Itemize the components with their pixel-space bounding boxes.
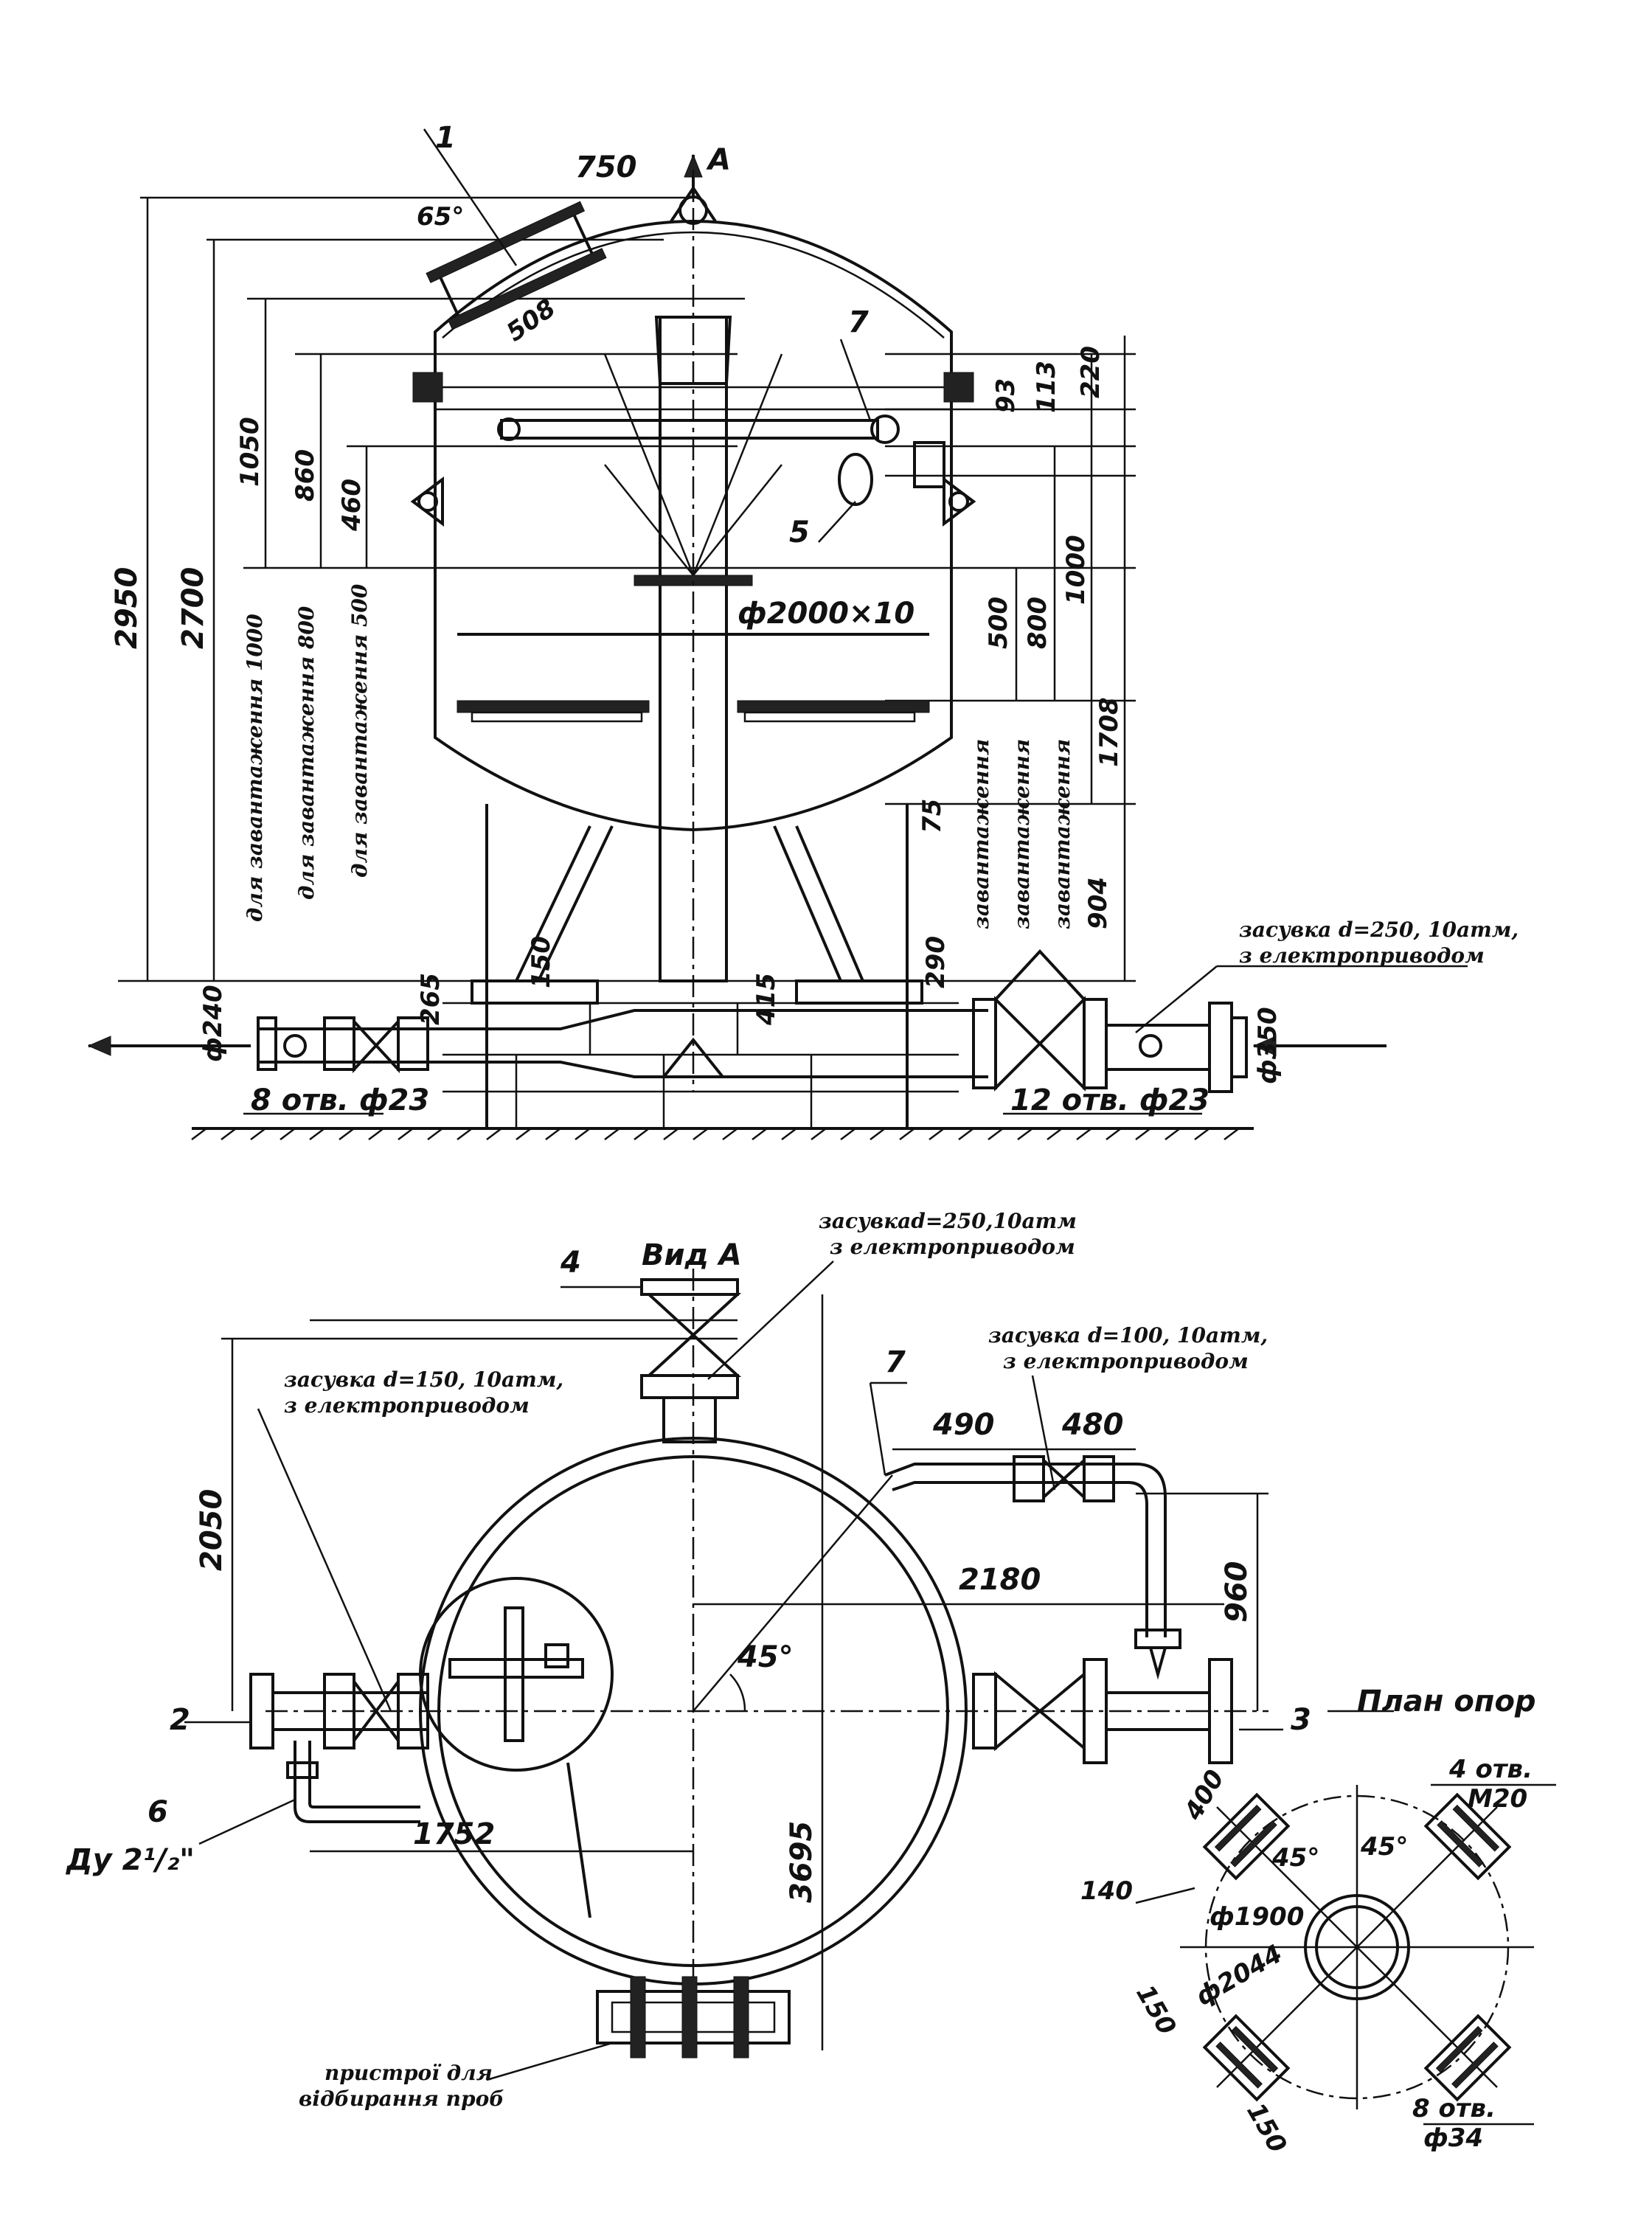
dim-904: 904 xyxy=(1083,877,1113,929)
dim-1050: 1050 xyxy=(235,417,265,487)
valve-250-plan-line1: засувкаd=250,10атм xyxy=(819,1209,1077,1233)
dim-1708: 1708 xyxy=(1094,697,1124,767)
plan-supports-title: План опор xyxy=(1357,1685,1536,1718)
dim-140: 140 xyxy=(1080,1876,1133,1906)
view-a-arrow-label: A xyxy=(706,143,731,177)
phi-1900: ф1900 xyxy=(1210,1902,1304,1932)
dim-phi350: ф350 xyxy=(1253,1007,1283,1084)
angle-45-supports-a: 45° xyxy=(1271,1843,1319,1873)
dim-1000: 1000 xyxy=(1061,535,1091,605)
dim-2050: 2050 xyxy=(195,1489,229,1571)
dim-860: 860 xyxy=(291,449,320,502)
note-load-800: для завантаження 800 xyxy=(294,606,319,900)
samplers-line2: відбирання проб xyxy=(299,2087,504,2111)
holes-12-phi23: 12 отв. ф23 xyxy=(1010,1083,1210,1117)
valve-250-elev-line2: з електроприводом xyxy=(1239,943,1485,968)
dim-113: 113 xyxy=(1032,361,1061,413)
note-zav-2: завантаження xyxy=(1010,739,1034,929)
du-2-1-2: Ду 2¹/₂" xyxy=(65,1843,195,1877)
dim-150-b: 150 xyxy=(1240,2098,1292,2158)
view-a-label: Вид А xyxy=(642,1238,742,1272)
dim-265: 265 xyxy=(416,973,445,1025)
holes-8-phi23: 8 отв. ф23 xyxy=(251,1083,429,1117)
plan-labels: 4 Вид А засувкаd=250,10атм з електроприв… xyxy=(65,1209,1311,2111)
elevation-labels: 1 750 A 65° 508 7 5 ф2000×10 2950 2700 1… xyxy=(110,121,1519,1117)
position-5-label: 5 xyxy=(789,516,810,549)
note-zav-3: завантаження xyxy=(1050,739,1075,929)
valve-100-line1: засувка d=100, 10атм, xyxy=(988,1323,1268,1348)
valve-250-plan-line2: з електроприводом xyxy=(830,1235,1075,1259)
dim-220: 220 xyxy=(1076,346,1106,398)
position-1-label: 1 xyxy=(435,121,456,155)
dim-460: 460 xyxy=(337,479,367,532)
dim-2950: 2950 xyxy=(110,567,144,649)
dim-290: 290 xyxy=(921,936,951,988)
dim-150: 150 xyxy=(527,936,556,988)
dim-500: 500 xyxy=(984,597,1013,649)
angle-65: 65° xyxy=(417,202,464,232)
valve-150-line2: з електроприводом xyxy=(284,1393,530,1418)
holes-8-label: 8 отв. xyxy=(1412,2094,1496,2123)
samplers-line1: пристрої для xyxy=(324,2061,493,2085)
angle-45-supports-b: 45° xyxy=(1360,1832,1408,1862)
dim-960: 960 xyxy=(1220,1561,1254,1623)
valve-250-elev-line1: засувка d=250, 10атм, xyxy=(1239,918,1519,942)
phi-2044: ф2044 xyxy=(1191,1939,1288,2012)
dim-75: 75 xyxy=(917,799,947,833)
dim-490: 490 xyxy=(932,1408,995,1442)
dim-480: 480 xyxy=(1061,1408,1124,1442)
position-4-label: 4 xyxy=(560,1246,581,1280)
dim-93: 93 xyxy=(991,378,1021,413)
valve-100-line2: з електроприводом xyxy=(1003,1349,1249,1373)
position-3-label: 3 xyxy=(1291,1703,1311,1737)
position-2-label: 2 xyxy=(170,1703,190,1737)
note-zav-1: завантаження xyxy=(969,739,993,929)
m20-label: М20 xyxy=(1468,1784,1527,1814)
elevation-view xyxy=(87,128,1468,1140)
position-7-label: 7 xyxy=(848,305,869,339)
support-plan xyxy=(1135,1710,1556,2126)
dim-3695: 3695 xyxy=(785,1821,819,1903)
valve-150-line1: засувка d=150, 10атм, xyxy=(284,1367,563,1392)
position-7-plan-label: 7 xyxy=(885,1345,906,1379)
dim-2700: 2700 xyxy=(176,567,210,649)
dim-800: 800 xyxy=(1023,597,1052,649)
plan-view xyxy=(184,1260,1283,2081)
dim-415: 415 xyxy=(752,973,781,1026)
dim-2180: 2180 xyxy=(959,1563,1041,1597)
note-load-1000: для завантаження 1000 xyxy=(243,614,267,922)
shell-diameter: ф2000×10 xyxy=(738,597,914,631)
note-load-500: для завантаження 500 xyxy=(347,583,372,878)
dim-1752: 1752 xyxy=(413,1817,495,1851)
dim-150-a: 150 xyxy=(1130,1980,1181,2040)
dim-phi240: ф240 xyxy=(198,985,228,1062)
dim-750: 750 xyxy=(575,150,637,184)
phi-34: ф34 xyxy=(1423,2123,1483,2153)
angle-45-plan: 45° xyxy=(737,1640,794,1674)
holes-4-label: 4 отв. xyxy=(1448,1755,1533,1784)
dim-400: 400 xyxy=(1179,1765,1231,1825)
position-6-label: 6 xyxy=(148,1795,168,1829)
